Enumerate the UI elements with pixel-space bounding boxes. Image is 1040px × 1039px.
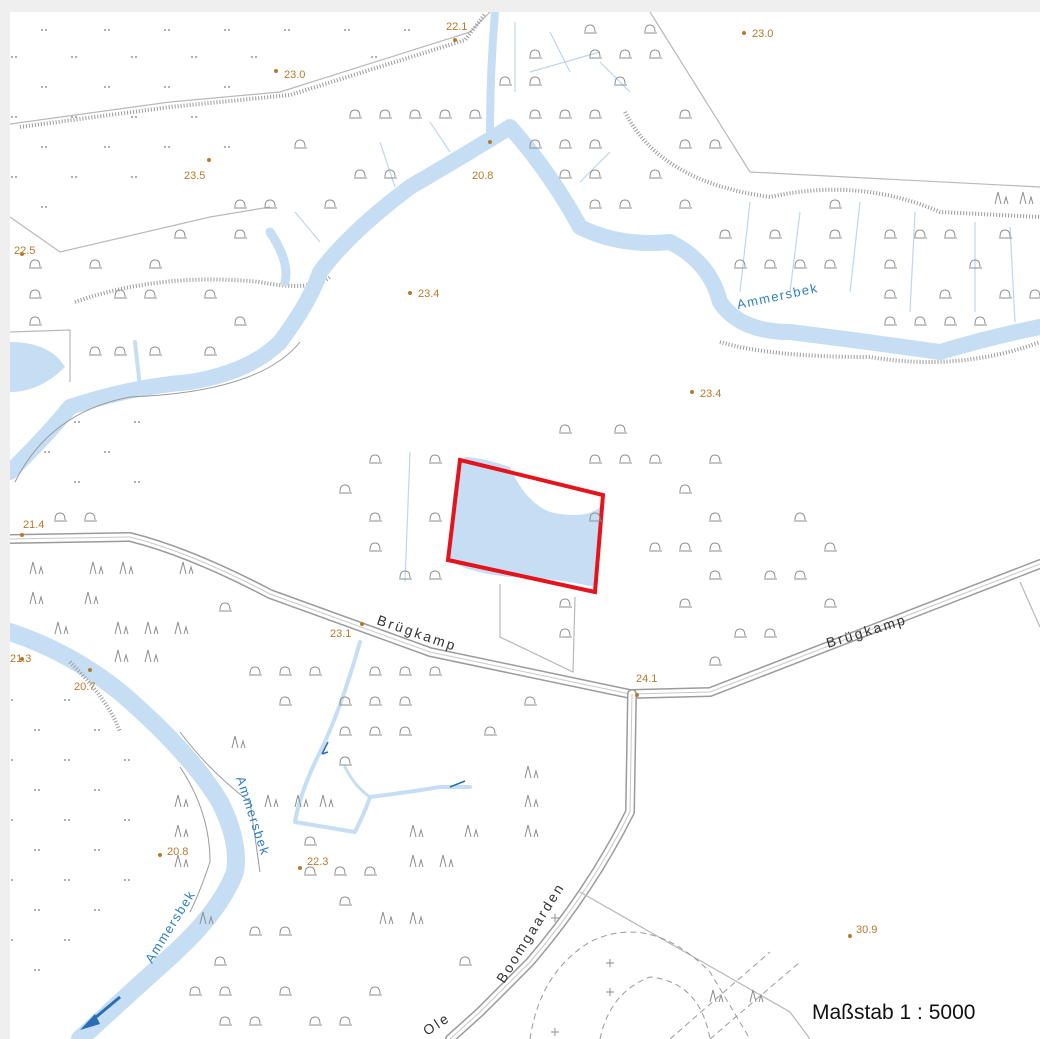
flow-arrow [449,780,466,788]
height-label: 23.0 [752,28,773,40]
flow-arrow [321,741,329,755]
street-label-bruegkamp-east: Brügkamp [824,611,909,651]
cemetery-boundary [579,891,811,1039]
field-dots [11,29,410,971]
height-label: 23.1 [330,628,351,640]
pond-marked [450,457,600,587]
river-label-north: Ammersbek [736,280,820,312]
river-bank [14,341,301,483]
height-label: 23.0 [284,69,305,81]
height-label: 20.8 [472,170,493,182]
field-boundary [649,12,1040,188]
height-label: 22.3 [307,856,328,868]
scale-label: Maßstab 1 : 5000 [812,1001,976,1024]
height-points [20,31,852,938]
river-branch [265,227,291,287]
field-boundary [10,12,491,125]
height-label: 30.9 [856,924,877,936]
road-centerline [449,693,633,1039]
field-boundary [1019,581,1040,628]
height-label: 23.5 [184,170,205,182]
river-bank [179,731,261,873]
height-label: 22.1 [446,21,467,33]
meadow-symbols [29,191,1034,1003]
field-boundary [10,206,271,253]
river-branch [486,12,499,136]
stream-branch [343,765,372,799]
map-canvas[interactable]: 22.1 23.0 23.0 23.5 20.8 22.5 23.4 23.4 … [10,12,1040,1039]
river-ammersbek-north [10,119,1040,480]
ditch [133,340,142,389]
height-label: 20.8 [167,846,188,858]
river-bank [719,340,1040,364]
road-ole-boomgaarden [445,689,637,1039]
drainage-ditch [404,451,411,583]
embankment [623,111,1040,219]
river-bank [179,766,211,913]
height-label: 24.1 [636,673,657,685]
cemetery-paths [529,931,751,1039]
field-boundary [10,329,71,382]
height-labels: 22.1 23.0 23.0 23.5 20.8 22.5 23.4 23.4 … [10,21,877,936]
river-ammersbek-south [10,623,245,1039]
embankment [74,275,332,304]
cemetery-paths [669,951,801,1039]
height-label: 23.4 [418,288,439,300]
drainage-ditches [294,22,1016,323]
flow-arrowhead [80,1014,100,1030]
selected-area-marker[interactable] [445,457,606,595]
pond-west [10,342,65,392]
height-label: 23.4 [700,388,721,400]
height-label: 21.4 [23,519,44,531]
height-label: 21.3 [10,653,31,665]
parcel-outline [499,584,576,673]
stream-south [293,640,472,834]
map-graphics: 22.1 23.0 23.0 23.5 20.8 22.5 23.4 23.4 … [10,12,1040,1039]
cemetery-paths [599,976,711,1039]
height-label: 22.5 [14,245,35,257]
road-centerline [10,536,1040,695]
height-label: 20.7 [74,681,95,693]
